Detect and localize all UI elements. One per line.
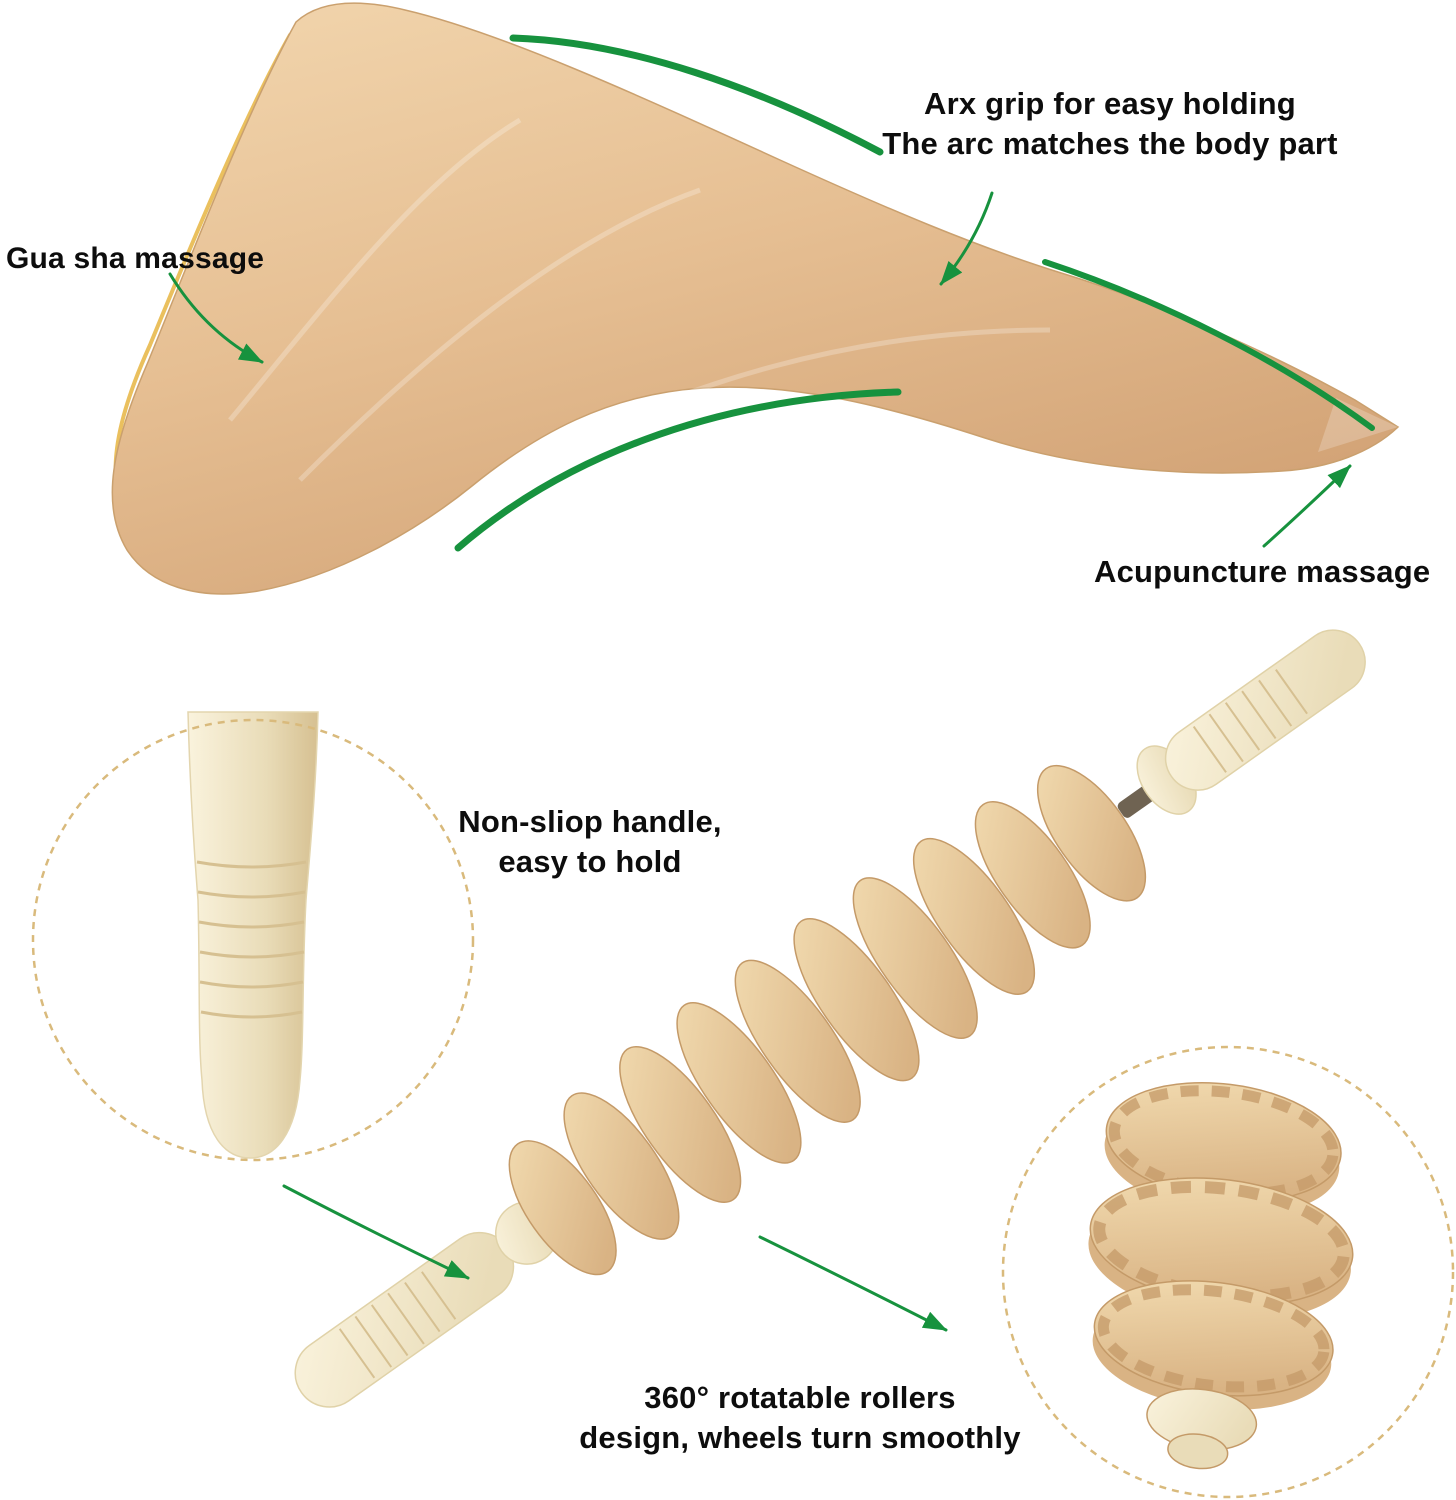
label-gua-sha-massage: Gua sha massage — [6, 240, 266, 278]
tip-bevel — [1318, 398, 1398, 452]
callout-arrows — [168, 191, 1352, 1332]
label-rotatable-rollers: 360° rotatable rollers design, wheels tu… — [560, 1378, 1040, 1457]
arc-top — [509, 34, 884, 156]
label-arc-grip-line1: Arx grip for easy holding — [924, 86, 1296, 121]
arrow-handle-zoom — [282, 1184, 470, 1280]
label-arc-grip-line2: The arc matches the body part — [882, 125, 1338, 161]
label-rollers-line1: 360° rotatable rollers — [644, 1380, 956, 1415]
handle-closeup — [31, 711, 475, 1162]
label-acupuncture: Acupuncture massage — [1094, 552, 1434, 592]
label-rollers-line2: design, wheels turn smoothly — [579, 1419, 1021, 1455]
gua-sha-tool — [111, 2, 1400, 595]
arc-right — [1042, 259, 1375, 431]
wood-grain — [228, 117, 1051, 482]
arrow-arc-grip — [939, 191, 994, 286]
handle-top-ribs — [1192, 669, 1308, 773]
arrow-acupuncture — [1262, 464, 1352, 548]
label-gua-sha-text: Gua sha massage — [6, 242, 265, 275]
arrow-gua-sha — [168, 272, 264, 364]
green-arcs — [454, 34, 1375, 552]
label-arc-grip: Arx grip for easy holding The arc matche… — [820, 84, 1400, 163]
arrow-roller-zoom — [758, 1235, 948, 1332]
roller-handle-bottom — [294, 1231, 515, 1408]
label-handle-line2: easy to hold — [498, 843, 682, 879]
roller-stick — [294, 629, 1366, 1408]
handle-closeup-ribs — [196, 860, 307, 1019]
handle-bottom-ribs — [338, 1271, 457, 1379]
gua-sha-body — [111, 2, 1400, 595]
roller-handle-top — [1164, 629, 1366, 791]
zoom-circle-left — [31, 718, 475, 1162]
arc-bottom — [454, 388, 902, 552]
handle-closeup-body — [187, 711, 319, 1159]
label-nonslip-handle: Non-sliop handle, easy to hold — [420, 802, 760, 881]
roller-closeup — [1001, 1045, 1455, 1499]
label-acupuncture-text: Acupuncture massage — [1094, 554, 1431, 589]
roller-discs — [508, 764, 1147, 1276]
label-handle-line1: Non-sliop handle, — [458, 804, 722, 839]
zoom-circle-right — [1001, 1045, 1455, 1499]
